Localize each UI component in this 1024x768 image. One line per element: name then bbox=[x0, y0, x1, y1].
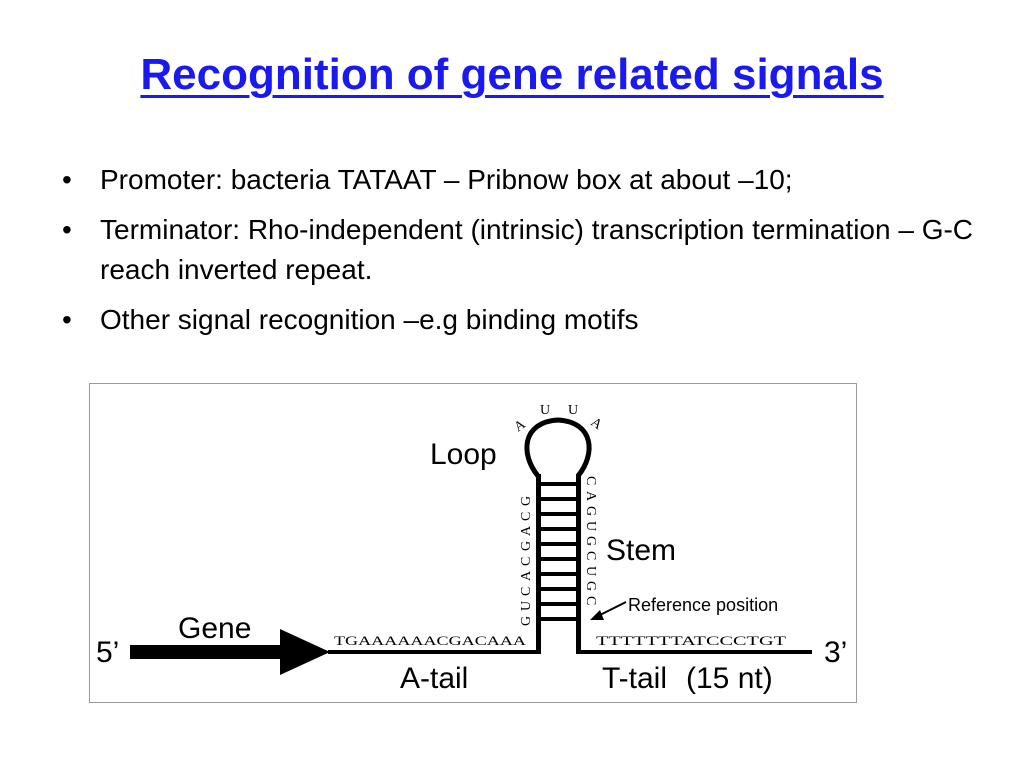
bullet-item: • Terminator: Rho-independent (intrinsic… bbox=[60, 210, 980, 290]
hairpin-loop bbox=[524, 417, 592, 478]
slide-title: Recognition of gene related signals bbox=[140, 50, 884, 99]
stem-letter: C bbox=[519, 512, 534, 521]
stem-letter: C bbox=[519, 587, 534, 596]
loop-label: Loop bbox=[430, 438, 497, 471]
left-stem-sequence: G U C A C G A C G bbox=[519, 496, 534, 626]
rna-strand-right bbox=[580, 650, 812, 654]
stem-letter: U bbox=[583, 521, 598, 531]
loop-letter: A bbox=[512, 417, 530, 436]
a-tail-sequence: TGAAAAAACGACAAA bbox=[334, 633, 527, 648]
stem-label: Stem bbox=[606, 534, 676, 567]
bullet-list: • Promoter: bacteria TATAAT – Pribnow bo… bbox=[60, 160, 980, 350]
stem-letter: G bbox=[519, 616, 534, 626]
right-stem-sequence: C A G U G C U G C bbox=[583, 476, 598, 605]
bullet-text: Terminator: Rho-independent (intrinsic) … bbox=[100, 214, 974, 285]
stem-letter: C bbox=[519, 557, 534, 566]
bullet-marker: • bbox=[62, 304, 72, 335]
five-prime-label: 5’ bbox=[96, 636, 119, 669]
bullet-item: • Promoter: bacteria TATAAT – Pribnow bo… bbox=[60, 160, 980, 200]
stem-letter: C bbox=[583, 596, 598, 605]
loop-letter: A bbox=[588, 415, 606, 434]
stem-letter: U bbox=[519, 601, 534, 611]
stem-strand-left bbox=[536, 474, 541, 654]
bullet-item: • Other signal recognition –e.g binding … bbox=[60, 300, 980, 340]
length-label: (15 nt) bbox=[686, 662, 773, 695]
stem-letter: C bbox=[583, 551, 598, 560]
stem-letter: C bbox=[583, 476, 598, 485]
stem-letter: G bbox=[583, 536, 598, 546]
reference-position-label: Reference position bbox=[628, 595, 778, 615]
gene-label: Gene bbox=[178, 612, 251, 645]
gene-arrow-icon bbox=[130, 629, 330, 675]
stem-letter: A bbox=[583, 491, 598, 502]
three-prime-label: 3’ bbox=[824, 636, 847, 669]
reference-arrow-icon bbox=[590, 601, 627, 620]
rna-strand-left bbox=[328, 650, 540, 654]
bullet-text: Other signal recognition –e.g binding mo… bbox=[100, 304, 639, 335]
stem-letter: G bbox=[583, 581, 598, 591]
stem-letter: G bbox=[583, 506, 598, 516]
stem-letter: A bbox=[519, 525, 534, 536]
stem-base-pairs bbox=[541, 482, 576, 621]
stem-letter: G bbox=[519, 496, 534, 506]
a-tail-label: A-tail bbox=[400, 662, 468, 695]
stem-strand-right bbox=[576, 474, 581, 654]
terminator-diagram: 5’ Gene 3’ TGAAAAAACGACAAA TTTTTTTATCCCT… bbox=[96, 403, 847, 695]
loop-letter: U bbox=[568, 403, 578, 418]
stem-letter: U bbox=[583, 566, 598, 576]
terminator-figure: 5’ Gene 3’ TGAAAAAACGACAAA TTTTTTTATCCCT… bbox=[89, 383, 857, 703]
t-tail-sequence: TTTTTTTATCCCTGT bbox=[596, 633, 786, 648]
stem-letter: G bbox=[519, 541, 534, 551]
bullet-marker: • bbox=[62, 164, 72, 195]
t-tail-label: T-tail bbox=[602, 662, 667, 695]
loop-letter: U bbox=[540, 403, 550, 418]
bullet-text: Promoter: bacteria TATAAT – Pribnow box … bbox=[100, 164, 793, 195]
bullet-marker: • bbox=[62, 214, 72, 245]
stem-letter: A bbox=[519, 570, 534, 581]
